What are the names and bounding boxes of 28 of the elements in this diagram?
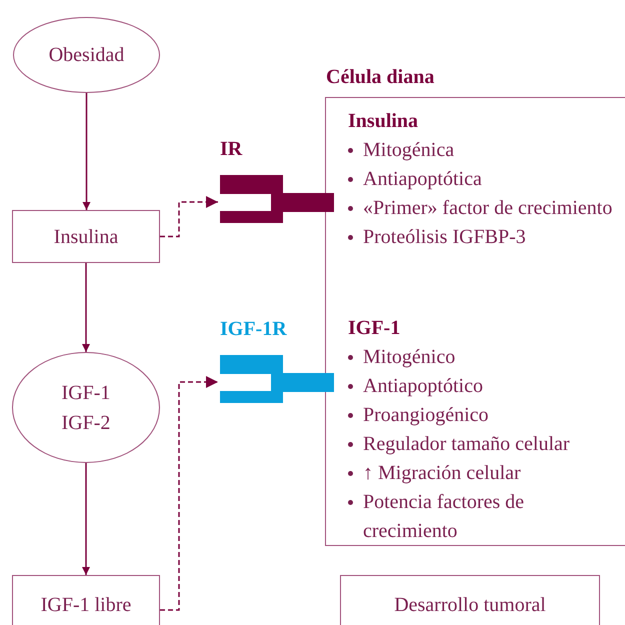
section-heading: Insulina [348,109,420,134]
bullet-item: Proangiogénico [363,403,490,428]
bullet-item: Regulador tamaño celular [363,432,571,457]
arrow [160,196,218,238]
arrow [82,463,90,575]
node-label: Desarrollo tumoral [394,593,546,618]
bullet-item: Mitogénico [363,345,456,370]
bullet-item: Potencia factores de crecimiento [363,490,526,544]
node-label: IGF-1 libre [40,593,132,618]
process-box [340,575,600,625]
node-label: Insulina [54,224,118,250]
arrow [160,376,218,611]
arrow [82,93,90,210]
bullet-item: «Primer» factor de crecimiento [363,196,613,221]
node-label: Obesidad [48,43,126,68]
section-heading: IGF-1 [348,316,402,341]
bullet-item: Proteólisis IGFBP-3 [363,225,527,250]
arrow [82,263,90,352]
node-label: IGF-1 IGF-2 [60,380,112,436]
receptor-label: IGF-1R [220,317,287,342]
receptor-label: IR [220,137,242,162]
process-box [12,210,160,263]
cell-title: Célula diana [326,65,434,90]
bullet-item: Antiapoptótica [363,167,483,192]
bullet-item: Mitogénica [363,138,456,163]
bullet-item: Antiapoptótico [363,374,484,399]
process-box [12,575,160,625]
bullet-item: ↑ Migración celular [363,461,522,486]
